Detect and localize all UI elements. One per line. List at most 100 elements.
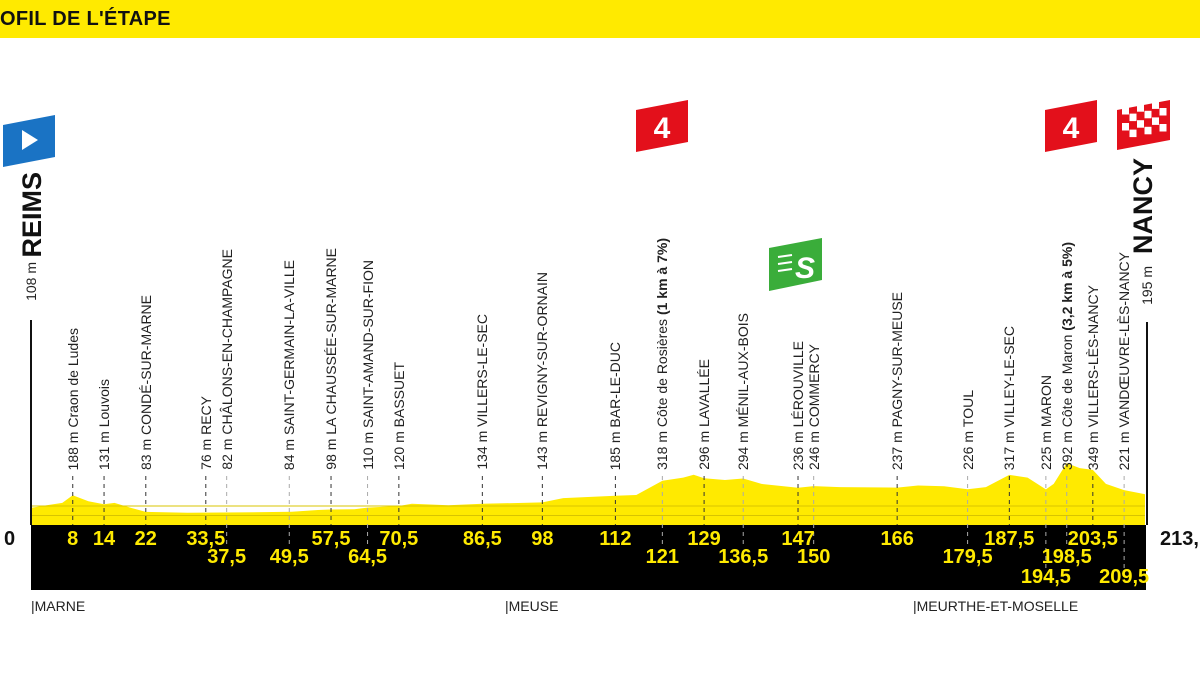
waypoint-label: 82 m CHÂLONS-EN-CHAMPAGNE [218,249,235,470]
waypoint-altitude: 134 m [474,431,491,470]
km-label: 194,5 [1020,566,1071,588]
waypoint-label: 318 m Côte de Rosières (1 km à 7%) [654,238,671,470]
waypoint-label: 392 m Côte de Maron (3,2 km à 5%) [1058,241,1075,470]
x-start-label: 0 [4,528,16,550]
waypoint-label: 131 m Louvois [96,379,112,470]
waypoint-name: VANDŒUVRE-LÈS-NANCY [1116,251,1133,428]
waypoint-altitude: 317 m [1001,431,1018,470]
km-label: 14 [92,528,116,550]
waypoint-label: 120 m BASSUET [391,362,407,470]
waypoint-name: SAINT-GERMAIN-LA-VILLE [281,259,298,435]
waypoint-altitude: 83 m [137,438,154,470]
waypoint-altitude: 143 m [534,431,551,470]
waypoint-name: VILLEY-LE-SEC [1001,325,1018,428]
department-label: |MARNE [31,598,86,614]
km-label: 37,5 [207,546,247,568]
waypoint-altitude: 98 m [323,438,340,470]
km-label: 147 [781,528,815,550]
waypoint-name: COMMERCY [805,343,822,428]
waypoint-name: CONDÉ-SUR-MARNE [137,294,154,435]
km-label: 150 [796,546,831,568]
waypoint-altitude: 84 m [281,438,298,470]
waypoint-label: 110 m SAINT-AMAND-SUR-FION [359,260,376,470]
start-elevation: 108 m [23,262,39,301]
km-label: 179,5 [942,546,993,568]
waypoint-label: 317 m VILLEY-LE-SEC [1001,325,1018,470]
waypoint-label: 134 m VILLERS-LE-SEC [474,314,491,470]
waypoint-label: 143 m REVIGNY-SUR-ORNAIN [534,272,551,470]
waypoint-name: LA CHAUSSÉE-SUR-MARNE [323,248,340,435]
climb-details: (1 km à 7%) [654,238,671,316]
page-title: OFIL DE L'ÉTAPE [0,8,171,30]
waypoint-altitude: 237 m [889,431,906,470]
km-label: 198,5 [1041,546,1092,568]
km-label: 57,5 [311,528,351,550]
start-flag-icon [3,115,55,167]
waypoint-label: 188 m Craon de Ludes [64,328,81,470]
waypoint-altitude: 188 m [64,431,81,470]
waypoint-altitude: 226 m [959,431,976,470]
svg-text:S: S [795,252,815,285]
elevation-profile [31,463,1145,525]
waypoint-name: MÉNIL-AUX-BOIS [735,312,752,428]
waypoint-altitude: 185 m [607,431,624,470]
waypoint-name: RECY [197,396,214,435]
waypoint-label: 83 m CONDÉ-SUR-MARNE [137,294,154,470]
km-band [31,525,1146,590]
waypoint-altitude: 221 m [1116,431,1133,470]
km-label: 70,5 [379,528,419,550]
km-label: 33,5 [186,528,226,550]
checkered-finish-icon [1117,100,1170,150]
waypoint-altitude: 318 m [654,431,671,470]
waypoint-label: 246 m COMMERCY [805,343,822,470]
km-label: 49,5 [269,546,309,568]
waypoint-label: 294 m MÉNIL-AUX-BOIS [735,312,752,470]
start-city: REIMS [17,172,47,258]
waypoint-label: 84 m SAINT-GERMAIN-LA-VILLE [281,259,298,470]
department-label: |MEURTHE-ET-MOSELLE [913,598,1079,614]
waypoint-label: 185 m BAR-LE-DUC [607,341,624,470]
finish-city: NANCY [1128,158,1158,255]
x-end-label: 213, [1160,528,1199,550]
waypoint-label: 226 m TOUL [959,390,976,470]
waypoint-label: 76 m RECY [197,396,214,470]
waypoint-altitude: 236 m [790,431,807,470]
waypoint-label: 236 m LÉROUVILLE [790,340,807,470]
km-label: 203,5 [1067,528,1118,550]
waypoint-name: LÉROUVILLE [790,340,807,428]
waypoint-name: SAINT-AMAND-SUR-FION [359,260,376,429]
waypoint-label: 98 m LA CHAUSSÉE-SUR-MARNE [323,248,340,470]
waypoint-altitude: 225 m [1037,431,1054,470]
waypoint-altitude: 294 m [735,431,752,470]
waypoint-altitude: 349 m [1084,431,1101,470]
department-label: |MEUSE [505,598,559,614]
km-label: 121 [645,546,680,568]
climb-cat4-icon: 4 [1045,100,1097,152]
km-label: 112 [599,528,632,550]
waypoint-altitude: 110 m [359,432,376,470]
km-label: 187,5 [984,528,1035,550]
km-label: 22 [134,528,157,550]
waypoint-name: CHÂLONS-EN-CHAMPAGNE [218,249,235,435]
waypoint-name: REVIGNY-SUR-ORNAIN [534,272,551,428]
finish-elevation: 195 m [1139,266,1155,305]
km-label: 8 [67,528,79,550]
waypoint-name: BAR-LE-DUC [607,341,624,428]
waypoint-name: LAVALLÉE [696,359,713,428]
waypoint-altitude: 246 m [805,431,822,470]
climb-cat4-icon: 4 [636,100,688,152]
km-label: 136,5 [718,546,769,568]
km-label: 98 [531,528,554,550]
climb-details: (3,2 km à 5%) [1058,241,1075,331]
km-label: 209,5 [1099,566,1150,588]
waypoint-name: PAGNY-SUR-MEUSE [889,291,906,428]
waypoint-altitude: 296 m [696,431,713,470]
waypoint-name: VILLERS-LÈS-NANCY [1084,284,1101,428]
waypoint-name: Côte de Rosières [654,319,671,428]
waypoint-name: VILLERS-LE-SEC [474,314,491,428]
waypoint-altitude: 82 m [218,438,235,470]
svg-text:4: 4 [1063,112,1080,145]
sprint-icon: S [769,238,822,291]
km-label: 166 [880,528,914,550]
